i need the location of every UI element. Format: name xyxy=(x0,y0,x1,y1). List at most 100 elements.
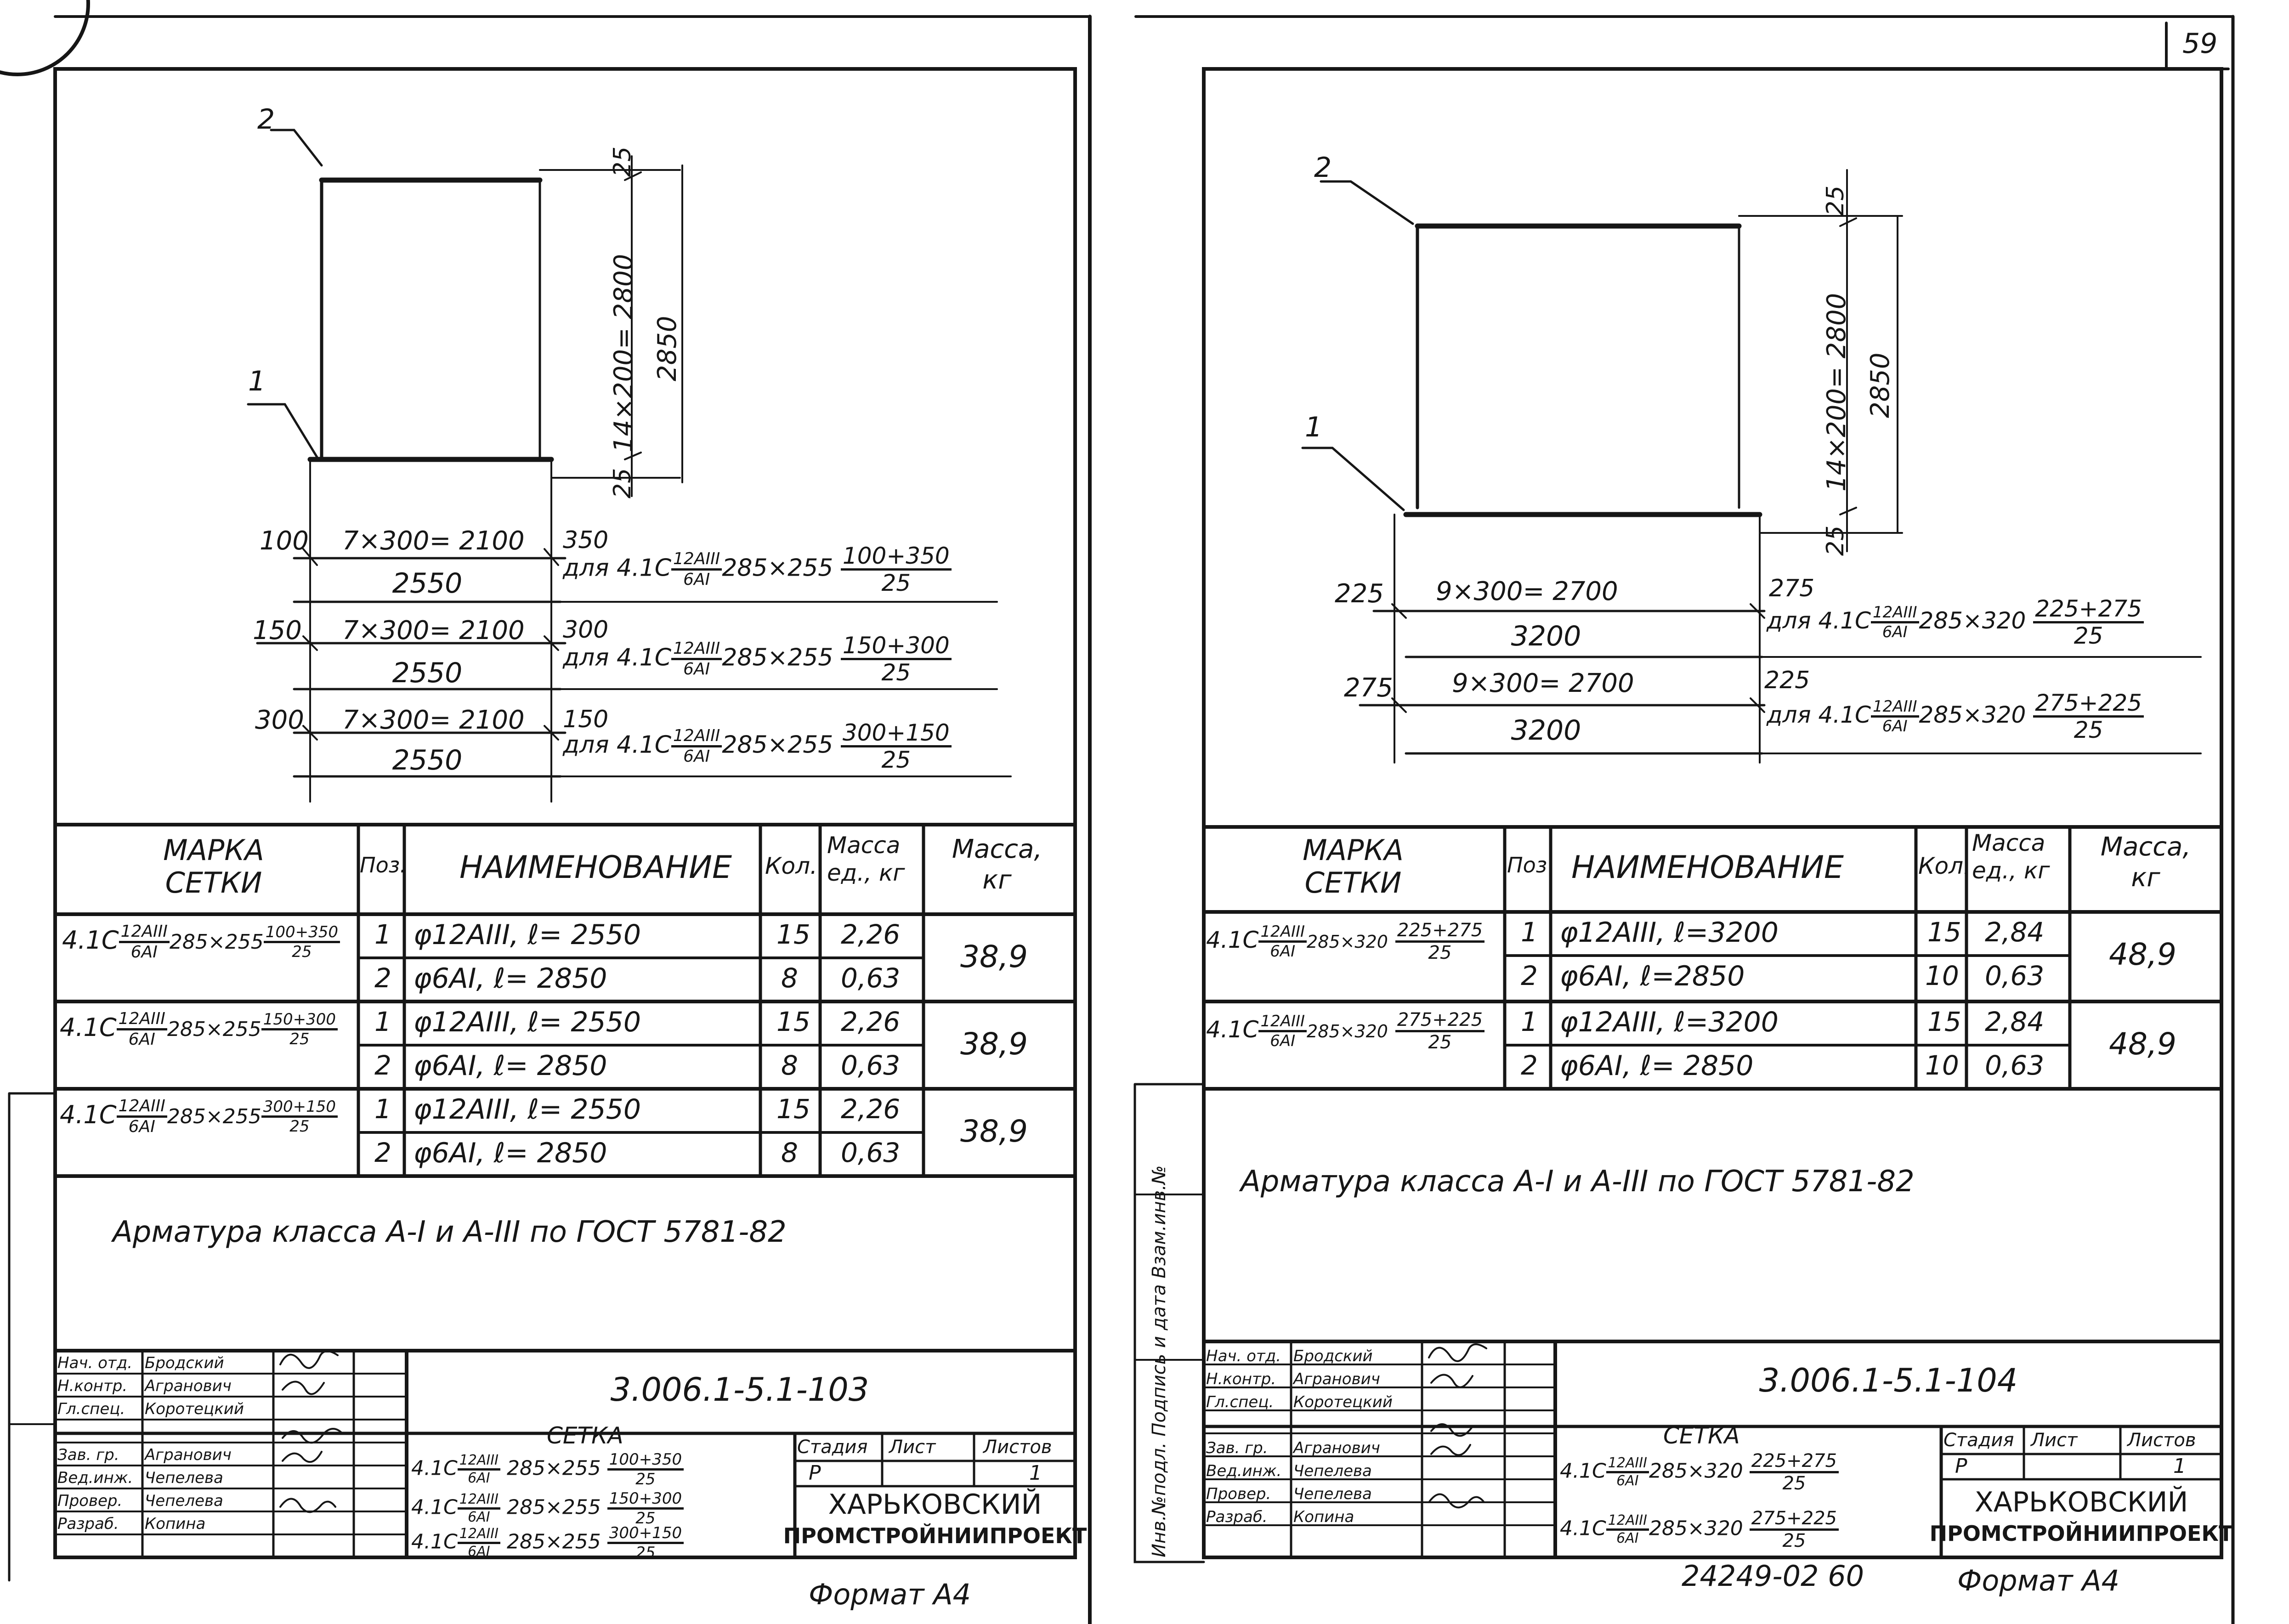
qty-cell: 8 xyxy=(781,962,798,994)
pos-cell: 1 xyxy=(1521,917,1538,948)
right-side-label: Инв.№подл. Подпись и дата Взам.инв.№ xyxy=(1149,1165,1170,1557)
pos-cell: 2 xyxy=(374,1050,391,1081)
unit-mass-cell: 2,84 xyxy=(1985,917,2045,948)
right-sheet-title: СЕТКА xyxy=(1663,1422,1740,1449)
signer-role: Зав. гр. xyxy=(1206,1439,1268,1457)
right-edge-dim: 350 xyxy=(563,526,609,554)
signer-name: Чепелева xyxy=(1293,1485,1372,1503)
right-doc-code: 3.006.1-5.1-104 xyxy=(1759,1362,2018,1399)
qty-cell: 10 xyxy=(1925,960,1959,991)
signer-name: Чепелева xyxy=(145,1492,223,1510)
left-height-span: 14×200= 2800 xyxy=(609,254,639,453)
qty-cell: 15 xyxy=(776,1006,810,1037)
left-height-total: 2850 xyxy=(652,316,682,381)
right-org-line-1: ХАРЬКОВСКИЙ xyxy=(1974,1486,2188,1518)
left-edge-dim: 100 xyxy=(260,526,309,556)
unit-mass-cell: 0,63 xyxy=(841,1137,901,1168)
mass-cell: 48,9 xyxy=(2109,937,2176,972)
total-dim: 3200 xyxy=(1511,620,1581,652)
mass-cell: 38,9 xyxy=(960,1114,1028,1149)
left-stage-label: Стадия xyxy=(797,1437,868,1458)
right-note: Арматура класса А-I и А-III по ГОСТ 5781… xyxy=(1241,1165,1915,1199)
name-cell: φ6AI, ℓ= 2850 xyxy=(414,1050,607,1082)
total-dim: 3200 xyxy=(1511,714,1581,747)
signer-role: Разраб. xyxy=(57,1515,119,1533)
left-doc-code: 3.006.1-5.1-103 xyxy=(610,1371,869,1409)
span-dim: 7×300= 2100 xyxy=(342,526,525,556)
unit-mass-cell: 2,26 xyxy=(841,1006,901,1037)
right-position-label-1: 1 xyxy=(1305,411,1323,443)
page-number: 59 xyxy=(2182,28,2218,60)
left-stage: Р xyxy=(809,1461,821,1485)
left-header-unit-mass: Масса ед., кг xyxy=(827,832,905,886)
qty-cell: 15 xyxy=(776,919,810,950)
left-bottom-gap: 25 xyxy=(609,468,636,498)
right-bottom-gap: 25 xyxy=(1822,525,1849,556)
signer-name: Агранович xyxy=(1293,1370,1380,1388)
signer-role: Вед.инж. xyxy=(1206,1462,1282,1480)
signer-name: Чепелева xyxy=(1293,1462,1372,1480)
signer-role: Вед.инж. xyxy=(57,1469,133,1487)
signer-role: Н.контр. xyxy=(1206,1370,1276,1388)
signer-role: Зав. гр. xyxy=(57,1446,119,1464)
signer-role: Нач. отд. xyxy=(1206,1347,1281,1365)
signer-role: Провер. xyxy=(57,1492,123,1510)
name-cell: φ6AI, ℓ= 2850 xyxy=(414,1137,607,1169)
unit-mass-cell: 0,63 xyxy=(1985,1050,2045,1081)
unit-mass-cell: 2,26 xyxy=(841,1093,901,1125)
left-position-label-2: 2 xyxy=(257,103,275,136)
mass-cell: 38,9 xyxy=(960,1026,1028,1062)
right-edge-dim: 225 xyxy=(1764,667,1810,694)
left-edge-dim: 300 xyxy=(255,705,304,735)
signer-name: Копина xyxy=(145,1515,206,1533)
right-header-pos: Поз xyxy=(1507,853,1547,877)
left-header-pos: Поз. xyxy=(360,853,407,877)
signer-role: Провер. xyxy=(1206,1485,1271,1503)
name-cell: φ6AI, ℓ= 2850 xyxy=(1560,1050,1754,1082)
right-height-total: 2850 xyxy=(1865,352,1895,418)
left-org-line-1: ХАРЬКОВСКИЙ xyxy=(828,1488,1042,1521)
left-position-label-1: 1 xyxy=(248,365,266,397)
signer-role: Гл.спец. xyxy=(57,1400,125,1418)
right-sheet-label: Лист xyxy=(2031,1430,2078,1451)
total-dim: 2550 xyxy=(392,567,463,600)
pos-cell: 1 xyxy=(374,919,391,950)
name-cell: φ12AIII, ℓ= 2550 xyxy=(414,1006,641,1038)
qty-cell: 15 xyxy=(1927,917,1961,948)
archive-number: 24249-02 60 xyxy=(1682,1559,1864,1593)
signer-role: Гл.спец. xyxy=(1206,1393,1274,1411)
left-top-gap: 25 xyxy=(609,146,636,177)
left-edge-dim: 150 xyxy=(253,616,302,645)
span-dim: 9×300= 2700 xyxy=(1436,577,1618,606)
right-edge-dim: 275 xyxy=(1769,575,1815,602)
signer-name: Агранович xyxy=(145,1377,232,1395)
signer-role: Нач. отд. xyxy=(57,1354,133,1372)
right-header-mark: МАРКА СЕТКИ xyxy=(1303,833,1404,900)
left-sheet-label: Лист xyxy=(889,1437,936,1458)
signer-name: Чепелева xyxy=(145,1469,223,1487)
name-cell: φ12AIII, ℓ=3200 xyxy=(1560,917,1779,949)
signer-name: Коротецкий xyxy=(1293,1393,1393,1411)
span-dim: 9×300= 2700 xyxy=(1452,668,1634,698)
span-dim: 7×300= 2100 xyxy=(342,616,525,645)
signer-name: Коротецкий xyxy=(145,1400,244,1418)
signer-role: Разраб. xyxy=(1206,1508,1268,1526)
name-cell: φ12AIII, ℓ= 2550 xyxy=(414,1093,641,1126)
left-edge-dim: 225 xyxy=(1335,579,1384,609)
signer-name: Копина xyxy=(1293,1508,1354,1526)
mass-cell: 48,9 xyxy=(2109,1026,2176,1062)
signer-name: Бродский xyxy=(145,1354,224,1372)
right-sheets: 1 xyxy=(2173,1454,2186,1478)
left-sheets-label: Листов xyxy=(983,1437,1052,1458)
right-height-span: 14×200= 2800 xyxy=(1822,293,1852,492)
left-org-line-2: ПРОМСТРОЙНИИПРОЕКТ xyxy=(783,1523,1087,1548)
right-header-qty: Кол. xyxy=(1918,853,1971,879)
